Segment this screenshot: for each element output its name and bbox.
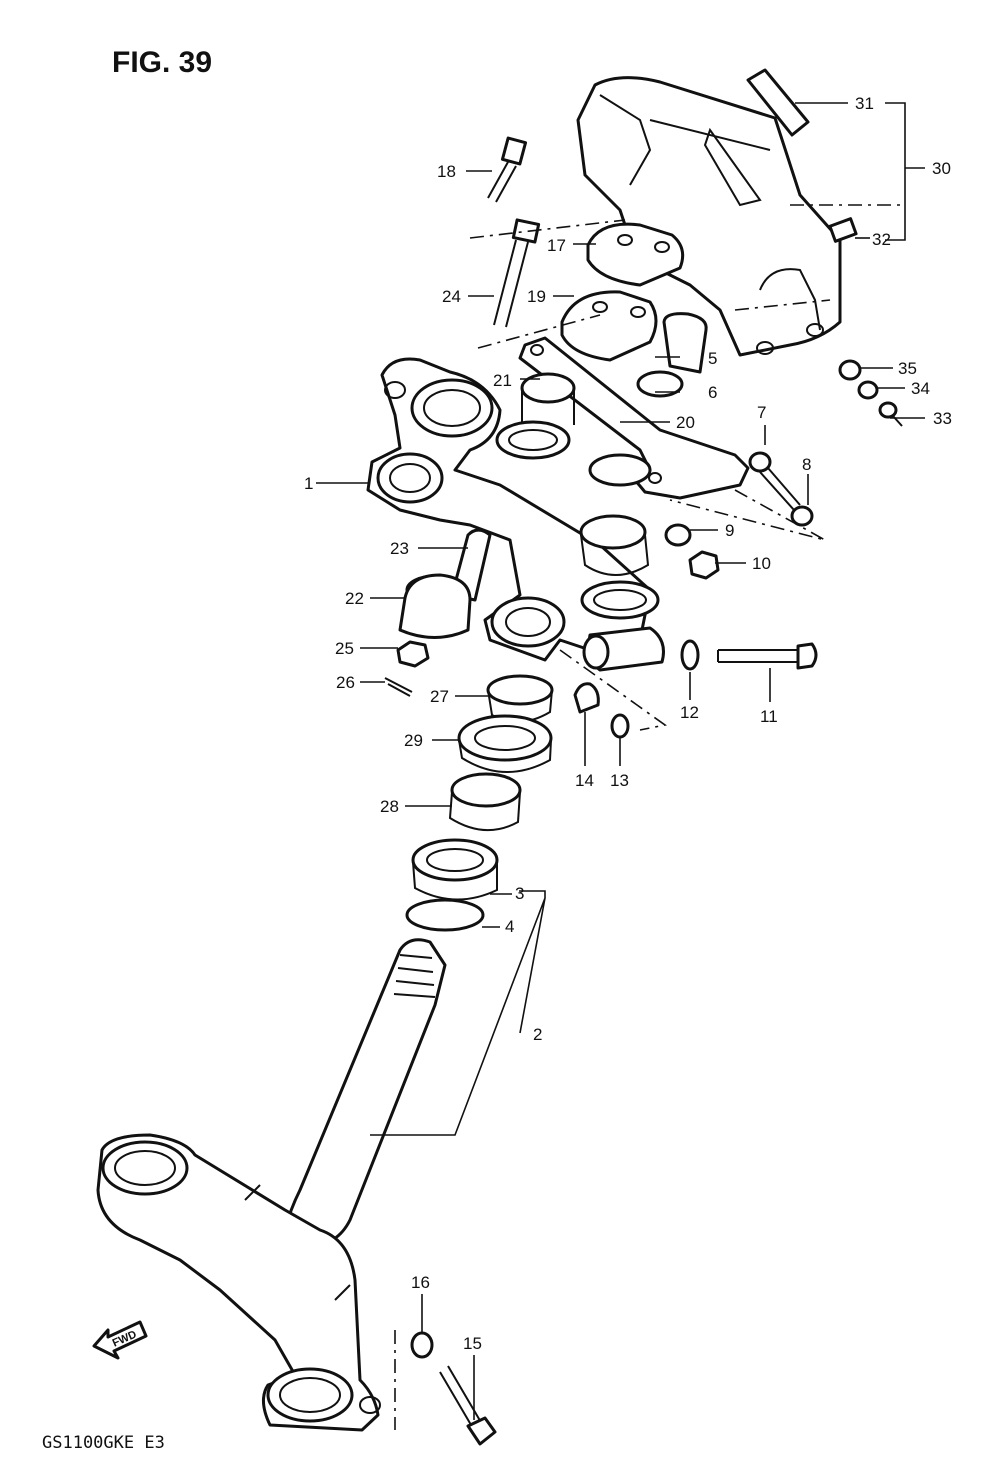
leader-lines <box>316 102 925 1420</box>
callout-29: 29 <box>404 731 423 750</box>
callout-32: 32 <box>872 230 891 249</box>
bolt-5 <box>662 312 708 374</box>
callout-33: 33 <box>933 409 952 428</box>
dust-seal-29 <box>457 714 553 773</box>
steering-stem-lower-bracket <box>96 938 447 1432</box>
callout-26: 26 <box>336 673 355 692</box>
callout-22: 22 <box>345 589 364 608</box>
callout-11: 11 <box>760 707 778 726</box>
bolt-15 <box>439 1365 497 1446</box>
holder-cushion-right <box>579 514 660 620</box>
washer-9 <box>664 523 692 547</box>
steering-stem-upper-bracket <box>366 357 652 662</box>
meter-cover <box>576 76 842 357</box>
callout-23: 23 <box>390 539 409 558</box>
callout-14: 14 <box>575 771 594 790</box>
callout-19: 19 <box>527 287 546 306</box>
callout-24: 24 <box>442 287 461 306</box>
rubber-cushion <box>588 453 652 487</box>
bearing-3 <box>411 838 499 901</box>
callout-9: 9 <box>725 521 734 540</box>
callout-18: 18 <box>437 162 456 181</box>
callout-2: 2 <box>533 1025 542 1044</box>
handlebar-holder-upper <box>586 222 685 287</box>
washer-8 <box>790 505 814 527</box>
emblem <box>746 68 810 137</box>
callout-35: 35 <box>898 359 917 378</box>
screw-33 <box>878 401 903 427</box>
washer-12 <box>680 639 700 671</box>
callout-31: 31 <box>855 94 874 113</box>
forward-arrow-icon: FWD <box>92 1320 148 1360</box>
callout-30: 30 <box>932 159 951 178</box>
callout-4: 4 <box>505 917 514 936</box>
nut-25 <box>396 640 430 668</box>
callout-28: 28 <box>380 797 399 816</box>
callout-5: 5 <box>708 349 717 368</box>
callout-7: 7 <box>757 403 766 422</box>
cotter-pin-26 <box>384 677 413 697</box>
bearing-28 <box>448 772 522 832</box>
bolt-7 <box>748 451 801 511</box>
callout-25: 25 <box>335 639 354 658</box>
nut-10 <box>688 550 720 580</box>
meter-bracket <box>518 336 750 500</box>
callout-16: 16 <box>411 1273 430 1292</box>
seal-4 <box>405 898 485 932</box>
callout-20: 20 <box>676 413 695 432</box>
callout-8: 8 <box>802 455 811 474</box>
callout-6: 6 <box>708 383 717 402</box>
callout-labels: 1 2 3 4 5 6 7 8 9 10 11 12 13 14 15 16 1… <box>304 94 952 1353</box>
callout-17: 17 <box>547 236 566 255</box>
cap-nut-14 <box>573 682 600 714</box>
washer-34 <box>857 380 879 400</box>
bolt-11 <box>717 642 818 670</box>
handlebar-cushion-21 <box>495 372 576 460</box>
handlebar-holder-22 <box>398 528 492 639</box>
clamp-lug <box>582 626 665 672</box>
cushion <box>828 217 858 243</box>
bolt-24 <box>493 218 541 328</box>
model-code: GS1100GKE E3 <box>42 1433 165 1453</box>
washer-16 <box>410 1331 434 1359</box>
callout-13: 13 <box>610 771 629 790</box>
callout-10: 10 <box>752 554 771 573</box>
bolt-18 <box>487 136 528 203</box>
handlebar-holder-lower <box>560 290 658 362</box>
figure-title: FIG. 39 <box>112 46 212 79</box>
nut-35 <box>838 359 862 381</box>
callout-27: 27 <box>430 687 449 706</box>
callout-15: 15 <box>463 1334 482 1353</box>
steering-stem-nut-27 <box>486 674 554 723</box>
callout-1: 1 <box>304 474 313 493</box>
callout-3: 3 <box>515 884 524 903</box>
callout-21: 21 <box>493 371 512 390</box>
callout-34: 34 <box>911 379 930 398</box>
washer-13 <box>610 713 630 739</box>
callout-12: 12 <box>680 703 699 722</box>
washer-6 <box>636 370 684 398</box>
